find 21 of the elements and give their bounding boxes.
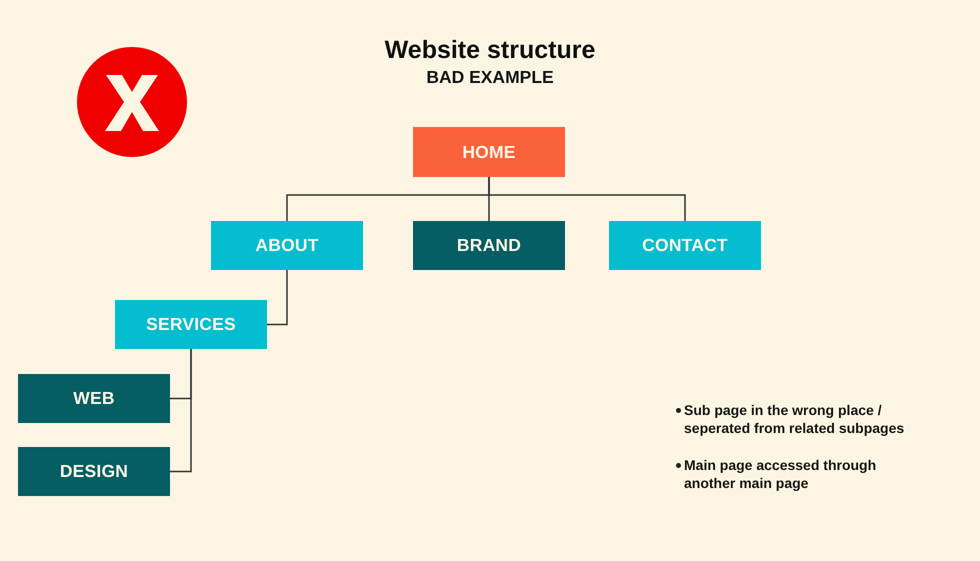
connector-line [170,349,192,472]
page-name: WEB [73,388,115,409]
home-page-box [413,127,565,177]
page-box [211,221,363,270]
page-name: HOME [462,142,516,162]
diagram-title: Website structure [384,36,596,65]
page-name: ABOUT [255,235,319,256]
page-name: BRAND [456,235,522,256]
subpage-box [18,374,170,423]
page-name: SERVICES [146,314,236,335]
subtitle: BAD EXAMPLE [425,66,555,89]
page-box [413,221,565,270]
page-box [115,300,267,349]
page-name: DESIGN [60,461,128,482]
page-box [609,221,761,270]
note-text: Sub page in the wrong place / seperated from related subpages [684,401,906,438]
note-text: Main page accessed through another main page [684,456,878,492]
connector-line [488,177,686,221]
subpage-box [18,447,170,496]
page-name: CONTACT [642,235,728,256]
connector-line [267,270,288,326]
